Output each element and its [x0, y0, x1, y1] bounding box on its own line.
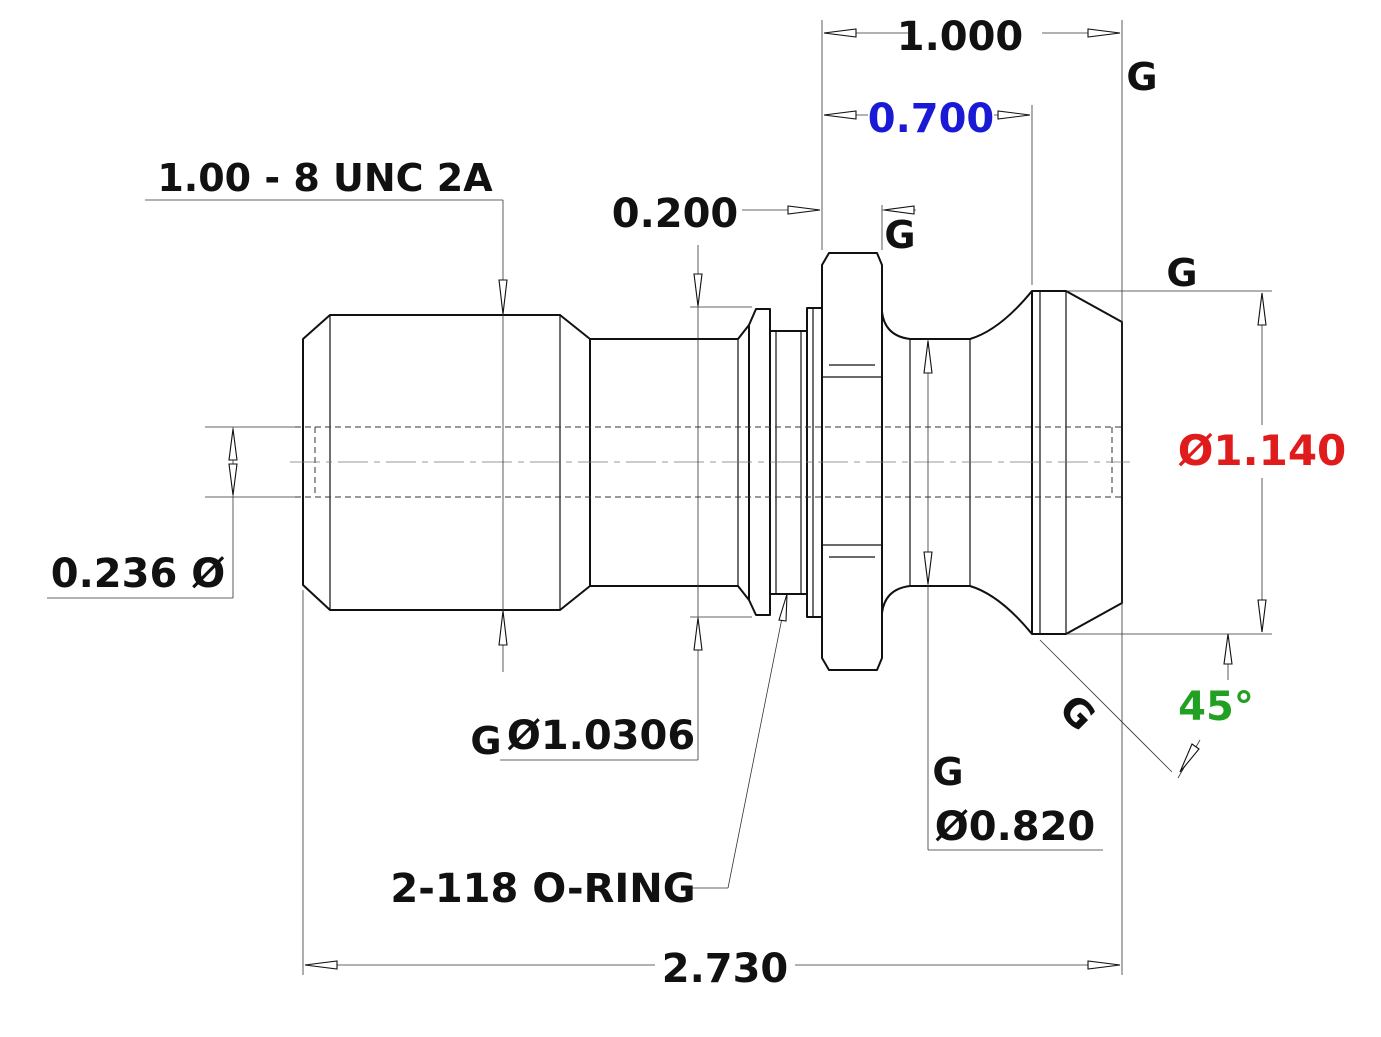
dimension-lines: [47, 20, 1272, 975]
head-diameter-label: Ø1.140: [1178, 426, 1347, 475]
oring-callout-label: 2-118 O-RING: [390, 866, 695, 912]
finish-mark-chamfer: G: [1051, 686, 1104, 739]
finish-mark-head-face: G: [1126, 55, 1157, 99]
shank-diameter-label: Ø1.0306: [507, 713, 695, 759]
head-length-label: 1.000: [897, 14, 1024, 60]
chamfer-angle-label: 45°: [1178, 684, 1254, 730]
part-outline: [290, 252, 1130, 671]
finish-mark-shank: G: [470, 719, 501, 763]
bore-diameter-label: 0.236 Ø: [51, 551, 225, 597]
finish-mark-neck: G: [932, 750, 963, 794]
collar-width-label: 0.200: [612, 191, 739, 237]
neck-diameter-label: Ø0.820: [935, 804, 1096, 850]
overall-length-label: 2.730: [662, 946, 789, 992]
head-to-neck-label: 0.700: [868, 96, 995, 142]
finish-mark-head-diameter: G: [1166, 251, 1197, 295]
finish-mark-hex-face: G: [884, 213, 915, 257]
thread-spec-label: 1.00 - 8 UNC 2A: [157, 156, 493, 200]
